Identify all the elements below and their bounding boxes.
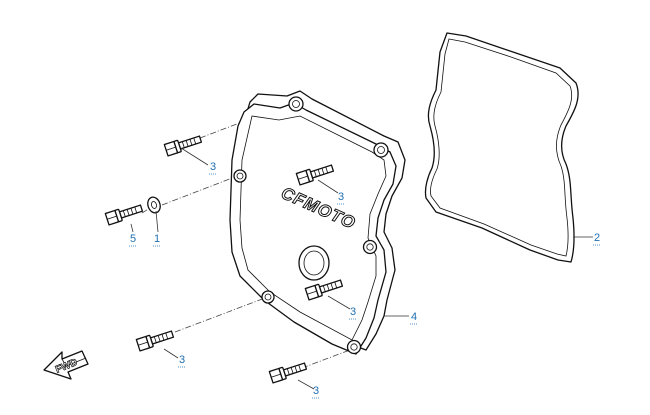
callout-3-bottom-left[interactable]: 3 [178,354,185,368]
forward-arrow-icon: FWD [43,350,89,380]
callout-3-bottom[interactable]: 3 [312,385,319,399]
bolt-3a[interactable] [163,132,203,157]
bolt-3d[interactable] [135,327,175,352]
callout-4[interactable]: 4 [410,311,417,325]
callout-label: 1 [154,233,160,245]
callout-label: 3 [313,385,319,397]
bolt-3e[interactable] [268,359,308,384]
callout-label: 4 [411,311,417,323]
callout-3-top-left[interactable]: 3 [209,161,216,175]
callout-label: 5 [130,233,136,245]
callout-1[interactable]: 1 [153,233,160,247]
leader-lines [130,147,593,390]
callout-label: 3 [350,306,356,318]
washer[interactable] [146,196,162,215]
callout-label: 2 [594,232,600,244]
gasket[interactable] [424,32,579,263]
callout-label: 3 [338,191,344,203]
callout-label: 3 [210,161,216,173]
bolt-5[interactable] [104,201,144,226]
callout-2[interactable]: 2 [593,232,600,246]
callout-5[interactable]: 5 [129,233,136,247]
callout-3-center[interactable]: 3 [337,191,344,205]
cylinder-head-cover[interactable]: CFMOTO [229,90,406,355]
callout-label: 3 [179,354,185,366]
callout-3-lower-center[interactable]: 3 [349,306,356,320]
